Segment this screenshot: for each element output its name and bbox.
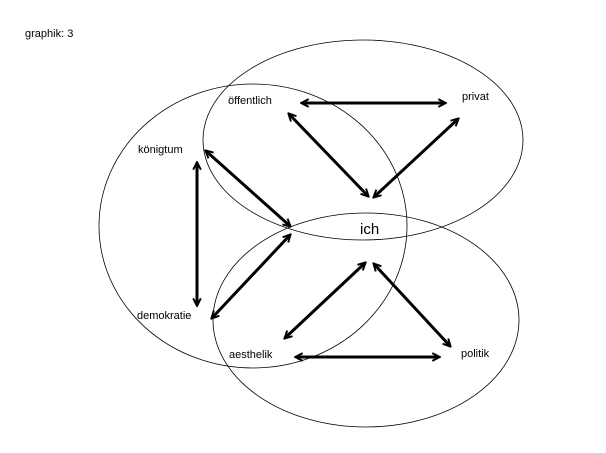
label-privat: privat bbox=[462, 91, 489, 103]
diagram-title: graphik: 3 bbox=[25, 28, 74, 40]
label-koenigtum: königtum bbox=[138, 144, 183, 156]
circle-left bbox=[98, 83, 408, 369]
label-ich: ich bbox=[360, 221, 380, 238]
label-demokratie: demokratie bbox=[137, 310, 192, 322]
arrow-oeffentlich-ich bbox=[289, 114, 368, 196]
label-aesthelik: aesthelik bbox=[229, 349, 273, 361]
arrow-demokratie-ich bbox=[212, 235, 290, 318]
arrow-aesthelik-ich bbox=[285, 263, 365, 338]
arrow-privat-ich bbox=[374, 119, 458, 197]
circle-bottom bbox=[212, 212, 520, 428]
label-oeffentlich: öffentlich bbox=[228, 95, 272, 107]
label-politik: politik bbox=[461, 348, 490, 360]
arrow-koenigtum-ich bbox=[206, 151, 290, 226]
circle-top-right bbox=[202, 39, 524, 241]
arrow-ich-politik bbox=[374, 264, 450, 346]
